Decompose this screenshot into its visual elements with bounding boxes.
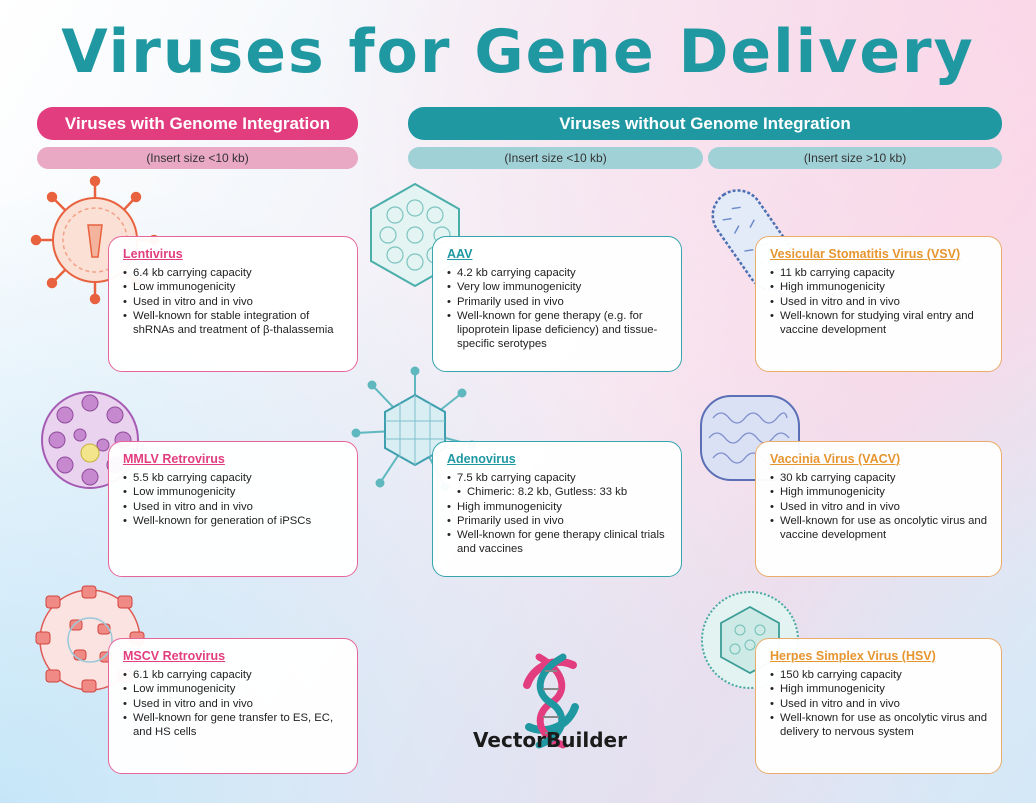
list-item: Primarily used in vivo <box>447 514 671 529</box>
list-item: Well-known for gene therapy (e.g. for li… <box>447 309 671 352</box>
insert-size-integration: (Insert size <10 kb) <box>37 147 358 169</box>
card-aav: AAV 4.2 kb carrying capacity Very low im… <box>432 236 682 372</box>
card-vsv: Vesicular Stomatitis Virus (VSV) 11 kb c… <box>755 236 1002 372</box>
list-item: 6.4 kb carrying capacity <box>123 266 347 281</box>
page-title: Viruses for Gene Delivery <box>61 17 975 87</box>
insert-size-non-integration-large: (Insert size >10 kb) <box>708 147 1002 169</box>
card-title[interactable]: Vesicular Stomatitis Virus (VSV) <box>770 247 961 261</box>
card-title[interactable]: Herpes Simplex Virus (HSV) <box>770 649 936 663</box>
card-mscv: MSCV Retrovirus 6.1 kb carrying capacity… <box>108 638 358 774</box>
list-item: Low immunogenicity <box>123 485 347 500</box>
list-item: Well-known for generation of iPSCs <box>123 514 347 529</box>
list-item: Used in vitro and in vivo <box>770 295 991 310</box>
list-item: Well-known for use as oncolytic virus an… <box>770 711 991 740</box>
list-item: 11 kb carrying capacity <box>770 266 991 281</box>
card-title[interactable]: Lentivirus <box>123 247 183 261</box>
brand-name: VectorBuilder <box>473 728 627 752</box>
list-subitem: Chimeric: 8.2 kb, Gutless: 33 kb <box>447 485 671 500</box>
card-title[interactable]: MSCV Retrovirus <box>123 649 226 663</box>
list-item: 4.2 kb carrying capacity <box>447 266 671 281</box>
header-non-integration: Viruses without Genome Integration <box>408 107 1002 140</box>
list-item: 150 kb carrying capacity <box>770 668 991 683</box>
list-item: 7.5 kb carrying capacity <box>447 471 671 486</box>
card-title[interactable]: Adenovirus <box>447 452 516 466</box>
dna-logo-icon <box>523 653 579 749</box>
list-item: 30 kb carrying capacity <box>770 471 991 486</box>
card-title[interactable]: Vaccinia Virus (VACV) <box>770 452 901 466</box>
list-item: Used in vitro and in vivo <box>770 500 991 515</box>
list-item: Used in vitro and in vivo <box>123 295 347 310</box>
list-item: Low immunogenicity <box>123 682 347 697</box>
list-item: High immunogenicity <box>770 682 991 697</box>
list-item: Well-known for studying viral entry and … <box>770 309 991 338</box>
card-lentivirus: Lentivirus 6.4 kb carrying capacity Low … <box>108 236 358 372</box>
list-item: Well-known for gene therapy clinical tri… <box>447 528 671 557</box>
card-title[interactable]: MMLV Retrovirus <box>123 452 225 466</box>
list-item: Well-known for gene transfer to ES, EC, … <box>123 711 347 740</box>
card-title[interactable]: AAV <box>447 247 473 261</box>
list-item: 5.5 kb carrying capacity <box>123 471 347 486</box>
list-item: Used in vitro and in vivo <box>123 500 347 515</box>
list-item: 6.1 kb carrying capacity <box>123 668 347 683</box>
card-adenovirus: Adenovirus 7.5 kb carrying capacity Chim… <box>432 441 682 577</box>
list-item: Well-known for use as oncolytic virus an… <box>770 514 991 543</box>
card-hsv: Herpes Simplex Virus (HSV) 150 kb carryi… <box>755 638 1002 774</box>
card-mmlv: MMLV Retrovirus 5.5 kb carrying capacity… <box>108 441 358 577</box>
list-item: Used in vitro and in vivo <box>123 697 347 712</box>
list-item: High immunogenicity <box>447 500 671 515</box>
list-item: Well-known for stable integration of shR… <box>123 309 347 338</box>
list-item: High immunogenicity <box>770 280 991 295</box>
list-item: Low immunogenicity <box>123 280 347 295</box>
list-item: Primarily used in vivo <box>447 295 671 310</box>
list-item: High immunogenicity <box>770 485 991 500</box>
list-item: Used in vitro and in vivo <box>770 697 991 712</box>
card-vacv: Vaccinia Virus (VACV) 30 kb carrying cap… <box>755 441 1002 577</box>
insert-size-non-integration-small: (Insert size <10 kb) <box>408 147 703 169</box>
list-item: Very low immunogenicity <box>447 280 671 295</box>
header-integration: Viruses with Genome Integration <box>37 107 358 140</box>
